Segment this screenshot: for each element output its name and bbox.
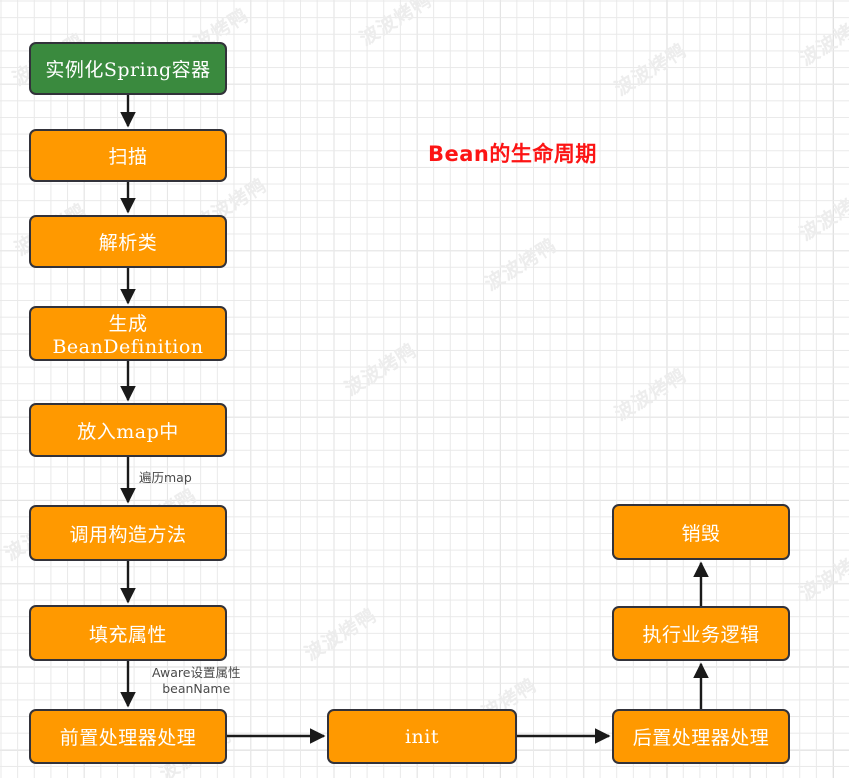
node-label: 执行业务逻辑 bbox=[642, 624, 760, 646]
node-label: 调用构造方法 bbox=[69, 523, 187, 546]
watermark: 波波烤鸭 bbox=[796, 9, 849, 71]
watermark: 波波烤鸭 bbox=[796, 544, 849, 606]
watermark: 波波烤鸭 bbox=[356, 0, 436, 51]
node-n7[interactable]: 填充属性 bbox=[29, 605, 227, 661]
node-n9[interactable]: init bbox=[327, 709, 517, 764]
watermark: 波波烤鸭 bbox=[611, 364, 691, 426]
node-label: 销毁 bbox=[681, 522, 721, 545]
node-label: 解析类 bbox=[98, 232, 158, 254]
node-n1[interactable]: 实例化Spring容器 bbox=[29, 42, 227, 95]
edge-label-aware-beanname: Aware设置属性 beanName bbox=[152, 665, 241, 696]
node-label: 放入map中 bbox=[77, 420, 179, 443]
watermark: 波波烤鸭 bbox=[301, 604, 381, 666]
node-n12[interactable]: 销毁 bbox=[612, 504, 790, 560]
watermark: 波波烤鸭 bbox=[481, 234, 561, 296]
node-n6[interactable]: 调用构造方法 bbox=[29, 505, 227, 561]
watermark: 波波烤鸭 bbox=[611, 39, 691, 101]
diagram-title: Bean的生命周期 bbox=[428, 142, 597, 166]
node-label: init bbox=[404, 725, 440, 748]
node-n4[interactable]: 生成BeanDefinition bbox=[29, 306, 227, 361]
node-label: 实例化Spring容器 bbox=[45, 59, 211, 81]
node-n11[interactable]: 执行业务逻辑 bbox=[612, 606, 790, 661]
node-n8[interactable]: 前置处理器处理 bbox=[29, 709, 227, 764]
node-n3[interactable]: 解析类 bbox=[29, 215, 227, 268]
node-label: 扫描 bbox=[108, 146, 148, 168]
node-n2[interactable]: 扫描 bbox=[29, 129, 227, 182]
node-n5[interactable]: 放入map中 bbox=[29, 403, 227, 457]
node-label: 后置处理器处理 bbox=[632, 727, 770, 749]
node-n10[interactable]: 后置处理器处理 bbox=[612, 709, 790, 764]
node-label: 填充属性 bbox=[88, 623, 167, 646]
node-label: 生成BeanDefinition bbox=[52, 313, 204, 358]
watermark: 波波烤鸭 bbox=[341, 339, 421, 401]
node-label: 前置处理器处理 bbox=[59, 727, 197, 749]
watermark: 波波烤鸭 bbox=[796, 184, 849, 246]
edge-label-traverse-map: 遍历map bbox=[139, 470, 192, 485]
